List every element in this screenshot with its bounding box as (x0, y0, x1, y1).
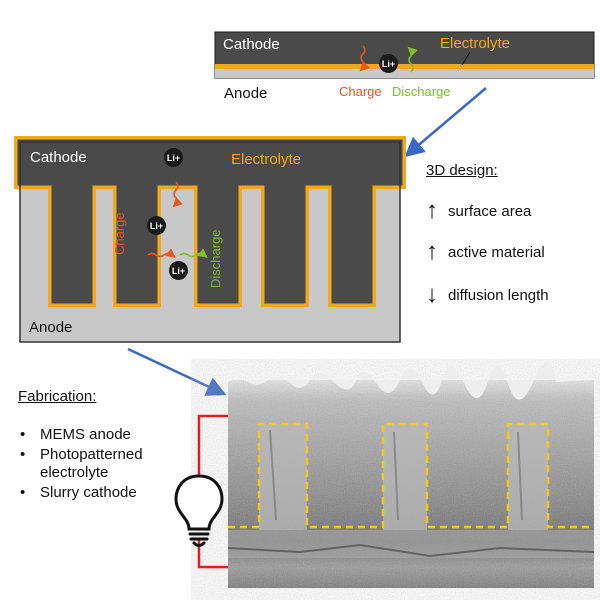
design-item-label: surface area (448, 202, 532, 220)
up-arrow-icon: ↑ (426, 197, 438, 224)
cell-cathode-label: Cathode (30, 149, 87, 166)
electrolyte-leader-line (461, 51, 471, 66)
planar-cathode-label: Cathode (223, 36, 280, 53)
lithium-ion-badge: Li+ (164, 148, 183, 167)
charge-arrow-icon (172, 181, 183, 208)
fabrication-item: Slurry cathode (18, 484, 218, 502)
lithium-ion-badge: Li+ (147, 216, 166, 235)
electrolyte-outline (228, 422, 594, 529)
down-arrow-icon: ↓ (426, 281, 438, 308)
design-item-label: active material (448, 243, 545, 261)
cell-anode-label: Anode (29, 319, 73, 336)
discharge-arrow-icon (407, 46, 418, 73)
fabrication-title: Fabrication: (18, 388, 97, 405)
cell-electrolyte-label: Electrolyte (231, 151, 302, 168)
cathode-region (17, 139, 403, 304)
design-item: ↑ active material (426, 238, 545, 266)
sem-image (227, 361, 595, 588)
fabrication-item: Photopatterned electrolyte (18, 446, 190, 482)
planar-electrolyte (215, 64, 594, 69)
wire-negative (197, 540, 228, 569)
planar-anode (215, 69, 594, 78)
arrow-icon (127, 347, 227, 396)
charge-arrow-icon (359, 45, 370, 72)
charge-arrow-icon (147, 248, 176, 258)
arrow-icon (404, 87, 487, 158)
design-item-label: diffusion length (448, 286, 549, 304)
design-item: ↑ surface area (426, 197, 531, 225)
up-arrow-icon: ↑ (426, 238, 438, 265)
planar-cell (214, 31, 595, 79)
planar-discharge-label: Discharge (392, 84, 451, 99)
lithium-ion-badge: Li+ (379, 54, 398, 73)
design-item: ↓ diffusion length (426, 281, 549, 309)
wire-positive (197, 414, 228, 480)
planar-charge-label: Charge (339, 84, 382, 99)
lithium-ion-badge: Li+ (169, 261, 188, 280)
fabrication-list: MEMS anode Photopatterned electrolyte Sl… (18, 426, 218, 504)
planar-anode-label: Anode (224, 85, 268, 102)
fabrication-item: MEMS anode (18, 426, 218, 444)
interdigitated-cell (14, 136, 406, 343)
discharge-arrow-icon (179, 248, 208, 258)
cell-discharge-label: Discharge (208, 229, 223, 288)
planar-electrolyte-label: Electrolyte (440, 35, 511, 52)
design-title: 3D design: (426, 162, 498, 179)
cell-charge-label: Charge (112, 212, 127, 255)
